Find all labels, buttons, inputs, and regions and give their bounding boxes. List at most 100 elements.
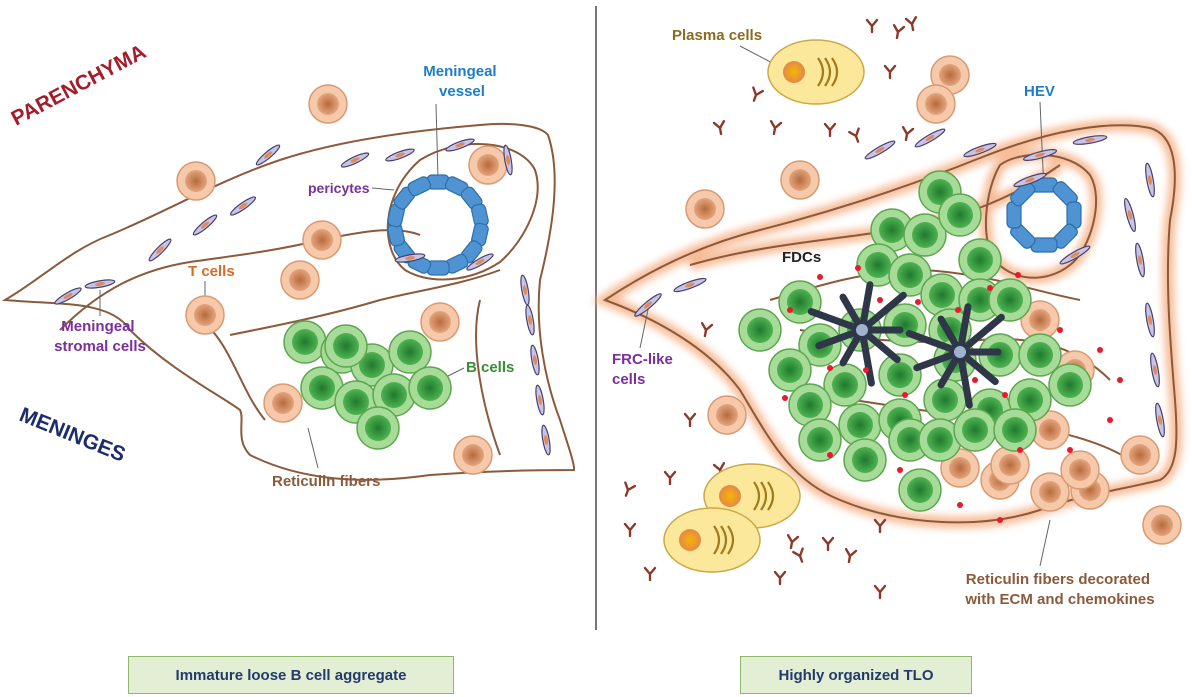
b-cell-icon xyxy=(1018,333,1062,377)
plasma-cells-label: Plasma cells xyxy=(672,27,762,44)
pericytes-label: pericytes xyxy=(308,180,370,196)
stromal-cell-icon xyxy=(520,274,530,306)
antibody-icon xyxy=(904,16,918,32)
antibody-icon xyxy=(752,86,764,102)
chemokine-dot-icon xyxy=(957,502,963,508)
left-caption-box: Immature loose B cell aggregate xyxy=(128,656,454,694)
stromal-cell-icon xyxy=(1059,245,1091,265)
stromal-cell-icon xyxy=(340,152,370,168)
stromal-cell-icon xyxy=(1124,197,1136,233)
stromal-cell-icon xyxy=(525,304,535,336)
t-cell-icon xyxy=(308,84,348,124)
b-cell-icon xyxy=(878,353,922,397)
fdcs-label: FDCs xyxy=(782,249,821,266)
b-cell-icon xyxy=(388,330,432,374)
b-cell-icon xyxy=(738,308,782,352)
antibody-icon xyxy=(848,127,860,143)
chemokine-dot-icon xyxy=(1017,447,1023,453)
chemokine-dot-icon xyxy=(863,367,869,373)
t-cell-icon xyxy=(1020,300,1060,340)
t-cell-icon xyxy=(990,445,1030,485)
vessel-wall xyxy=(1006,177,1082,253)
antibody-icon xyxy=(844,548,858,564)
stromal-cell-icon xyxy=(385,148,415,162)
chemokine-dot-icon xyxy=(855,265,861,271)
stromal-cells-label: Meningeal stromal cells xyxy=(54,318,146,355)
left-cells xyxy=(54,84,551,475)
chemokine-dot-icon xyxy=(997,517,1003,523)
reticulin-pointer xyxy=(307,427,319,469)
b-cell-icon xyxy=(843,438,887,482)
frc-like-cells-label: FRC-like cells xyxy=(612,351,677,388)
chemokine-dot-icon xyxy=(1097,347,1103,353)
stromal-cell-icon xyxy=(1145,162,1155,198)
stromal-cell-icon xyxy=(148,238,172,262)
chemokine-dot-icon xyxy=(782,395,788,401)
chemokine-dot-icon xyxy=(902,392,908,398)
plasma-cell-icon xyxy=(767,39,865,105)
plasma-cell-icon xyxy=(663,507,761,573)
b-cell-icon xyxy=(768,348,812,392)
stromal-cell-icon xyxy=(530,344,540,376)
stromal-cell-icon xyxy=(394,253,426,263)
t-cell-icon xyxy=(176,161,216,201)
b-cell-icon xyxy=(408,366,452,410)
b-cell-icon xyxy=(300,366,344,410)
chemokine-dot-icon xyxy=(897,467,903,473)
b-cell-icon xyxy=(778,280,822,324)
reticulin-decorated-label: Reticulin fibers decorated with ECM and … xyxy=(964,571,1154,608)
right-caption-box: Highly organized TLO xyxy=(740,656,972,694)
b-cell-icon xyxy=(898,468,942,512)
stromal-cell-icon xyxy=(1155,402,1165,438)
stromal-cell-icon xyxy=(541,424,551,456)
b-cell-icon xyxy=(988,278,1032,322)
antibody-icon xyxy=(683,412,697,428)
stromal-cell-icon xyxy=(1145,302,1155,338)
stromal-cell-icon xyxy=(192,214,218,236)
right-cells xyxy=(623,16,1182,600)
t-cell-icon xyxy=(1120,435,1160,475)
stromal-cell-icon xyxy=(914,128,946,148)
antibody-icon xyxy=(663,470,677,486)
stromal-cell-icon xyxy=(466,253,494,271)
chemokine-dot-icon xyxy=(827,365,833,371)
reticulin-decorated-pointer xyxy=(1039,519,1051,567)
chemokine-dot-icon xyxy=(1057,327,1063,333)
b-cell-icon xyxy=(953,408,997,452)
stromal-cell-icon xyxy=(1150,352,1160,388)
parenchyma-label: PARENCHYMA xyxy=(8,40,150,130)
reticulin-fibers-label: Reticulin fibers xyxy=(272,473,380,490)
b-cell-icon xyxy=(798,418,842,462)
hev-label: HEV xyxy=(1024,83,1055,100)
chemokine-dot-icon xyxy=(915,299,921,305)
t-cell-icon xyxy=(1030,472,1070,512)
antibody-icon xyxy=(821,536,835,552)
antibody-icon xyxy=(700,322,714,338)
antibody-icon xyxy=(712,120,726,136)
t-cells-label: T cells xyxy=(188,263,235,280)
stromal-cell-icon xyxy=(1022,149,1058,161)
pericytes-pointer xyxy=(371,187,395,191)
vessel-wall xyxy=(387,174,489,276)
meningeal-vessel-label: Meningeal vessel xyxy=(423,63,501,100)
antibody-icon xyxy=(786,534,800,550)
t-cell-icon xyxy=(302,220,342,260)
chemokine-dot-icon xyxy=(1002,392,1008,398)
stromal-cell-icon xyxy=(535,384,545,416)
stromal-cell-icon xyxy=(1072,135,1108,145)
chemokine-dot-icon xyxy=(1117,377,1123,383)
vessel-pointer xyxy=(435,103,439,179)
b-cell-icon xyxy=(283,320,327,364)
t-cell-icon xyxy=(930,55,970,95)
meninges-label: MENINGES xyxy=(16,403,128,466)
antibody-icon xyxy=(892,24,906,40)
stromal-cell-icon xyxy=(84,279,116,289)
stromal-cell-icon xyxy=(445,138,475,152)
t-cell-icon xyxy=(1060,450,1100,490)
b-cell-icon xyxy=(993,408,1037,452)
antibody-icon xyxy=(773,570,787,586)
t-cell-icon xyxy=(185,295,225,335)
antibody-icon xyxy=(792,547,804,563)
antibody-icon xyxy=(873,518,887,534)
